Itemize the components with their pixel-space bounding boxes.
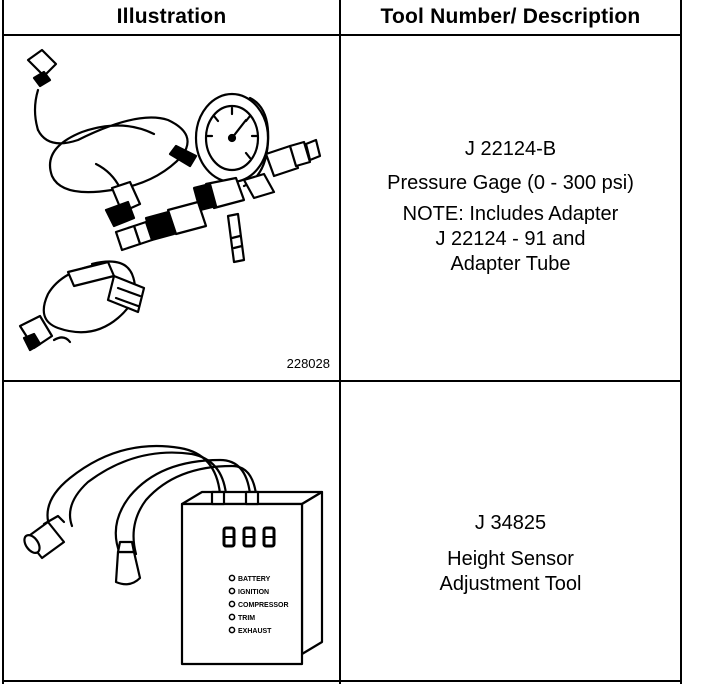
height-sensor-tool-illustration: BATTERY IGNITION COMPRESSOR TRIM EXHAUST <box>23 444 324 666</box>
row1-line-1: Pressure Gage (0 - 300 psi) <box>387 172 634 194</box>
panel-label-trim: TRIM <box>238 615 255 622</box>
row2-line-2: Adjustment Tool <box>439 573 582 595</box>
tester-box <box>180 490 324 666</box>
table-column-divider <box>339 0 341 684</box>
indicator-lights <box>228 574 236 634</box>
row1-tool-number: J 22124-B <box>464 138 557 160</box>
exhaust-light-icon <box>228 626 236 634</box>
row1-line-2: NOTE: Includes Adapter <box>402 203 619 225</box>
pressure-gauge-dial <box>194 92 270 188</box>
panel-label-exhaust: EXHAUST <box>238 628 272 635</box>
header-illustration: Illustration <box>116 5 227 28</box>
row2-description: J 34825 Height Sensor Adjustment Tool <box>341 511 680 597</box>
upper-coiled-hose <box>36 116 189 194</box>
battery-light-icon <box>228 574 236 582</box>
panel-label-battery: BATTERY <box>238 576 271 583</box>
figure-number: 228028 <box>287 356 330 371</box>
row1-line-4: Adapter Tube <box>450 253 571 275</box>
trim-light-icon <box>228 613 236 621</box>
pressure-gage-illustration: 228028 <box>18 48 330 371</box>
valve-handle <box>168 144 198 168</box>
row-divider <box>2 380 682 382</box>
header-bottom-rule <box>2 34 682 36</box>
table-bottom-rule <box>2 680 682 682</box>
row2-line-1: Height Sensor <box>447 548 574 570</box>
upper-quick-connector <box>26 48 58 132</box>
row1-line-3: J 22124 - 91 and <box>435 228 586 250</box>
panel-label-compressor: COMPRESSOR <box>238 602 289 609</box>
compressor-light-icon <box>228 600 236 608</box>
lower-coiled-hose <box>42 260 136 334</box>
right-connector-plug <box>114 550 142 586</box>
panel-label-ignition: IGNITION <box>238 589 269 596</box>
header-tool-description: Tool Number/ Description <box>380 5 641 28</box>
table-right-border <box>680 0 682 684</box>
row2-tool-number: J 34825 <box>474 512 547 534</box>
row1-description: J 22124-B Pressure Gage (0 - 300 psi) NO… <box>341 137 680 277</box>
ignition-light-icon <box>228 587 236 595</box>
table-left-border <box>2 0 4 684</box>
